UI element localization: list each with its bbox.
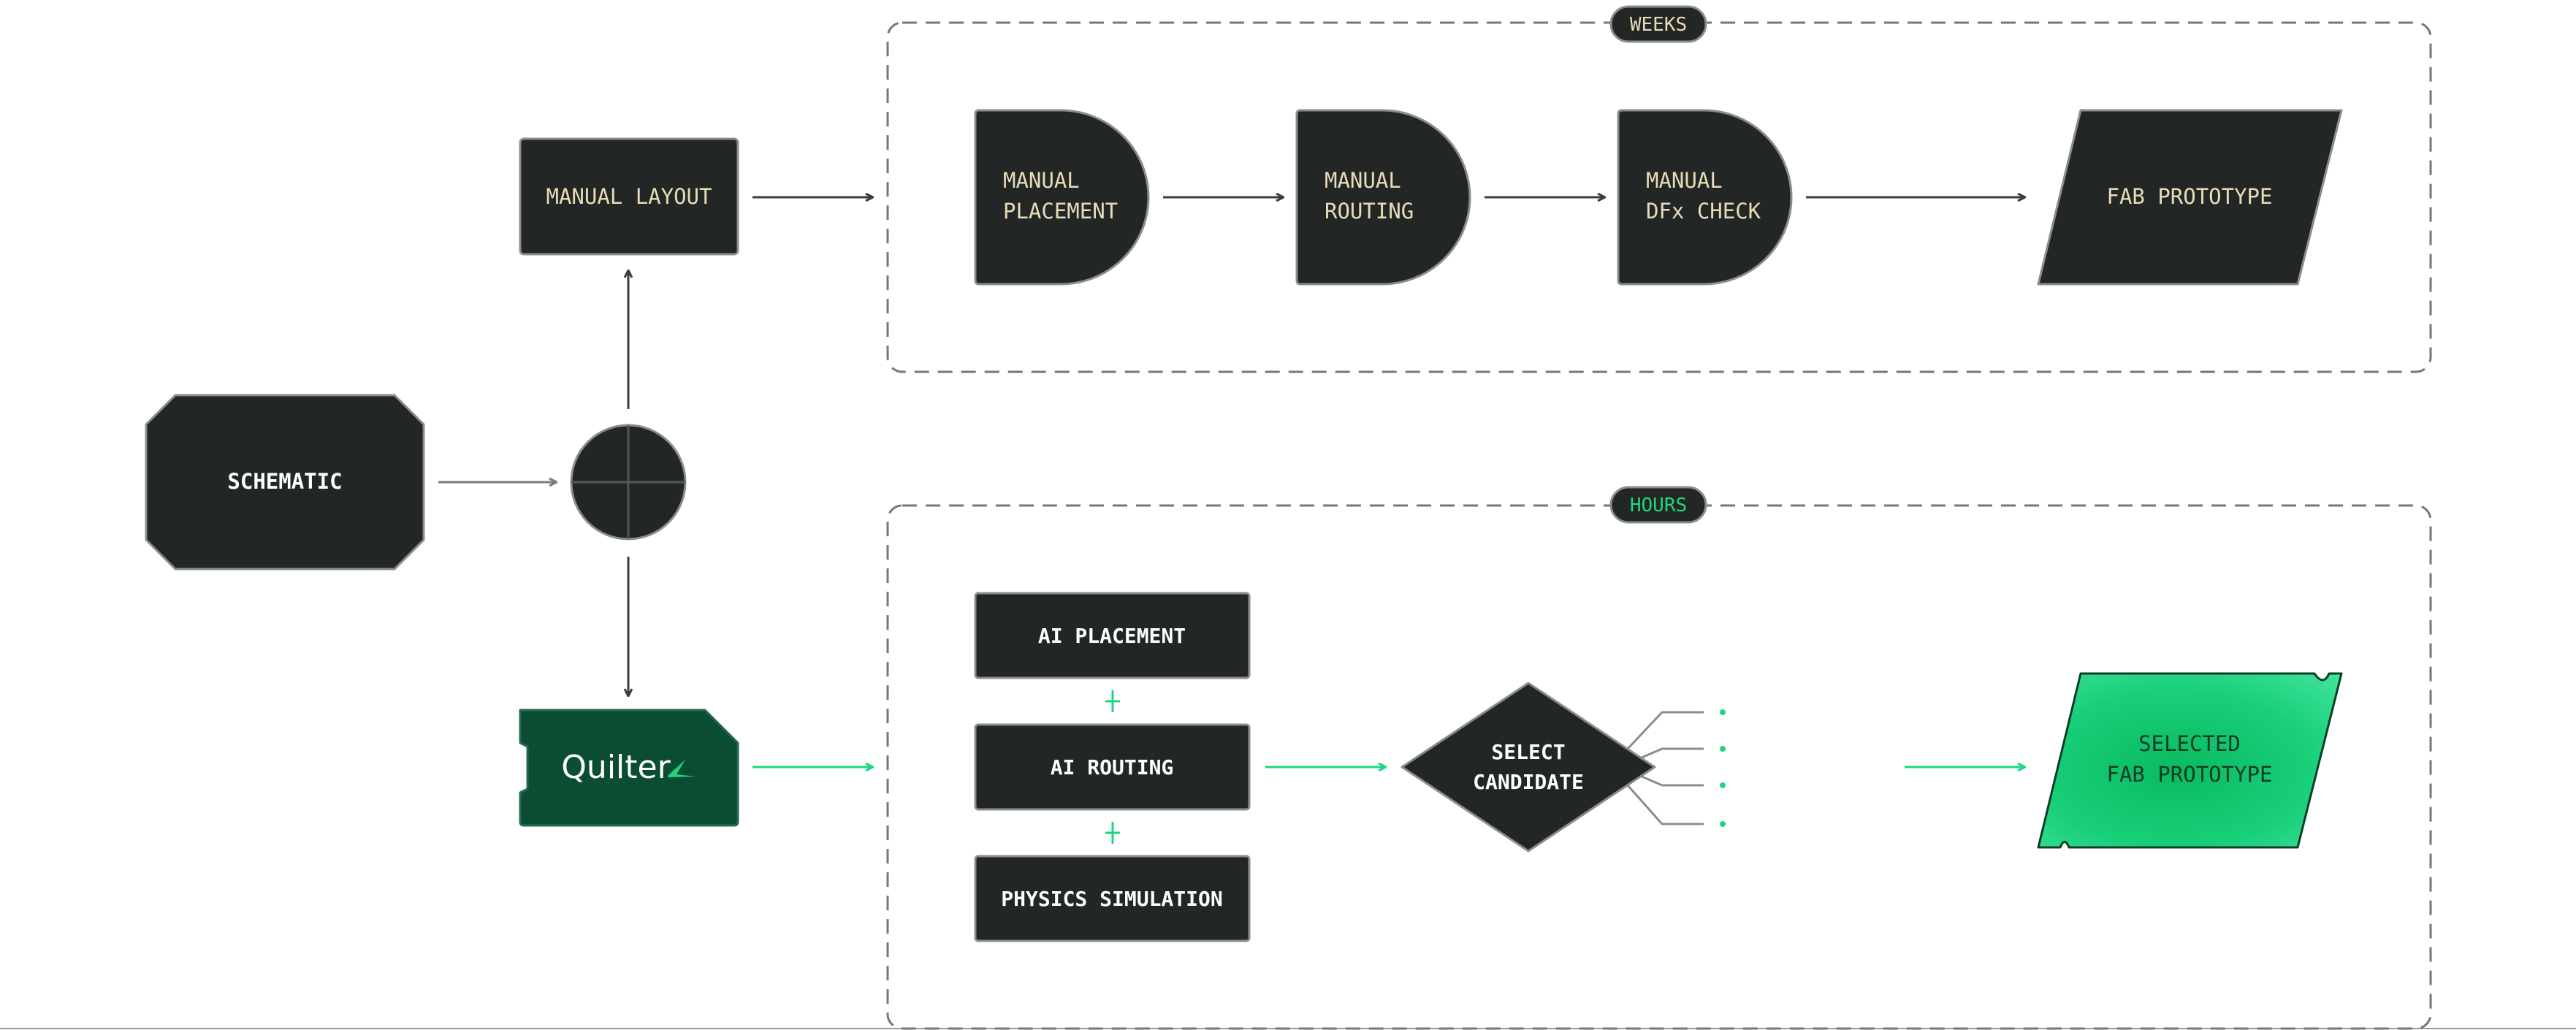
hours-group: HOURS <box>886 486 2432 1030</box>
manual-routing-shape <box>1295 109 1471 286</box>
candidate-fanout <box>1626 709 1726 827</box>
selected-fab-prototype-node[interactable]: SELECTED FAB PROTOTYPE <box>2037 672 2343 849</box>
selected-fab-prototype-shape <box>2037 672 2343 849</box>
ai-routing-node[interactable]: AI ROUTING <box>974 723 1251 811</box>
manual-dfx-shape <box>1617 109 1793 286</box>
selected-fab-prototype-label-line1: SELECTED <box>2138 731 2241 756</box>
select-candidate-shape <box>1401 682 1656 852</box>
select-candidate-label-line2: CANDIDATE <box>1473 770 1584 794</box>
physics-simulation-node[interactable]: PHYSICS SIMULATION <box>974 855 1251 942</box>
manual-dfx-label-line1: MANUAL <box>1646 168 1723 193</box>
weeks-badge-bg <box>1609 5 1707 43</box>
weeks-badge: WEEKS <box>1609 5 1707 43</box>
candidate-branch-4 <box>1626 785 1704 825</box>
fab-prototype-node[interactable]: FAB PROTOTYPE <box>2037 109 2343 286</box>
manual-placement-label-line2: PLACEMENT <box>1003 199 1118 224</box>
schematic-shape <box>145 394 425 571</box>
candidate-dot-3 <box>1720 782 1726 788</box>
select-candidate-node[interactable]: SELECT CANDIDATE <box>1401 682 1656 852</box>
manual-routing-node[interactable]: MANUAL ROUTING <box>1295 109 1471 286</box>
manual-routing-label-line2: ROUTING <box>1325 199 1414 224</box>
manual-layout-label: MANUAL LAYOUT <box>546 184 712 209</box>
manual-layout-shape <box>519 137 739 256</box>
manual-dfx-node[interactable]: MANUAL DFx CHECK <box>1617 109 1793 286</box>
ai-routing-label: AI ROUTING <box>1051 755 1174 779</box>
selected-fab-prototype-label-line2: FAB PROTOTYPE <box>2107 762 2273 787</box>
candidate-branch-3 <box>1639 774 1704 787</box>
physics-simulation-shape <box>974 855 1251 942</box>
candidate-dot-1 <box>1720 709 1726 715</box>
quilter-logo-icon <box>668 760 696 777</box>
hours-badge-bg <box>1609 486 1707 524</box>
quilter-logo-text: Quilter <box>561 749 671 786</box>
link-placement-routing <box>1105 690 1120 712</box>
quilter-card-shape <box>519 709 739 827</box>
hours-badge-label: HOURS <box>1630 495 1687 516</box>
ai-placement-label: AI PLACEMENT <box>1038 624 1186 648</box>
weeks-badge-label: WEEKS <box>1630 14 1687 36</box>
hours-badge: HOURS <box>1609 486 1707 524</box>
weeks-group: WEEKS <box>886 5 2432 373</box>
fab-prototype-label: FAB PROTOTYPE <box>2107 184 2273 209</box>
candidate-branch-2 <box>1639 747 1704 760</box>
junction-node <box>570 424 687 541</box>
candidate-branch-1 <box>1626 711 1704 750</box>
ai-placement-node[interactable]: AI PLACEMENT <box>974 592 1251 679</box>
select-candidate-label-line1: SELECT <box>1491 740 1565 764</box>
manual-placement-node[interactable]: MANUAL PLACEMENT <box>974 109 1150 286</box>
manual-routing-label-line1: MANUAL <box>1325 168 1401 193</box>
quilter-node[interactable]: Quilter <box>519 709 739 827</box>
manual-placement-label-line1: MANUAL <box>1003 168 1080 193</box>
fab-prototype-shape <box>2037 109 2343 286</box>
candidate-dot-4 <box>1720 821 1726 827</box>
physics-simulation-label: PHYSICS SIMULATION <box>1001 887 1222 911</box>
ai-routing-shape <box>974 723 1251 811</box>
candidate-dot-2 <box>1720 746 1726 752</box>
manual-placement-shape <box>974 109 1150 286</box>
link-routing-simulation <box>1105 822 1120 844</box>
schematic-node[interactable]: SCHEMATIC <box>145 394 425 571</box>
schematic-label: SCHEMATIC <box>227 469 342 494</box>
manual-layout-node[interactable]: MANUAL LAYOUT <box>519 137 739 256</box>
manual-dfx-label-line2: DFx CHECK <box>1646 199 1761 224</box>
ai-placement-shape <box>974 592 1251 679</box>
